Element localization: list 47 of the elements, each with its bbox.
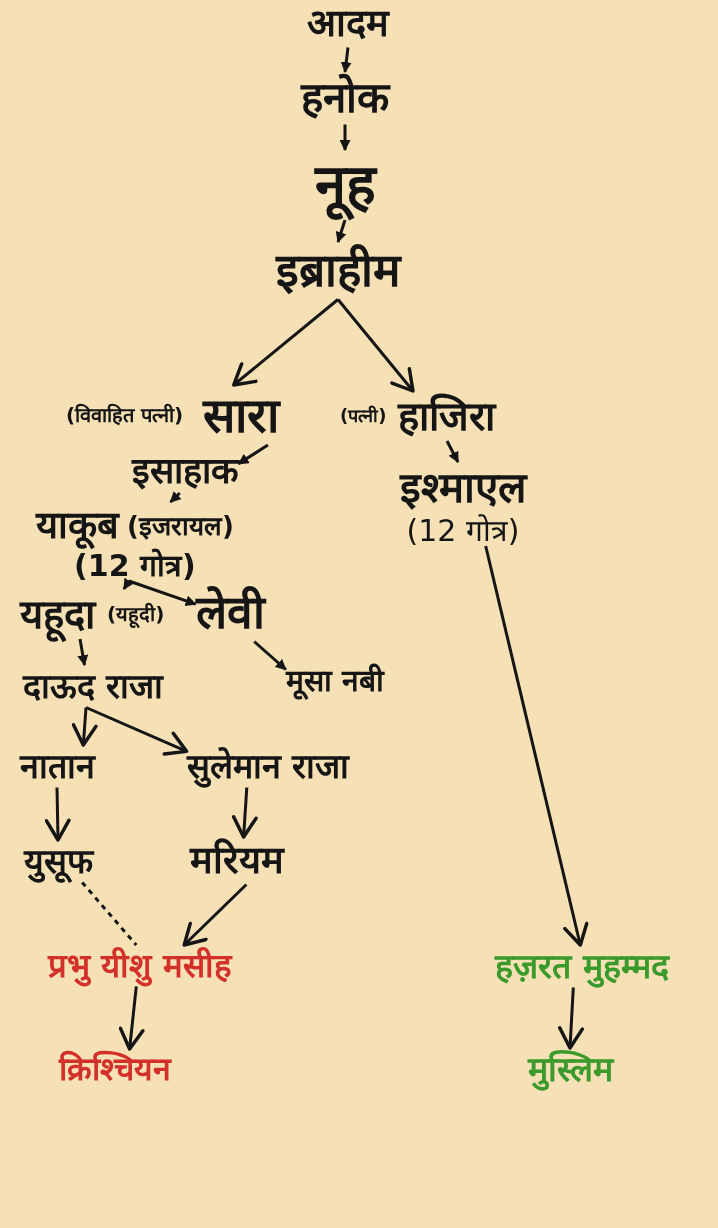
sub-label: (12 गोत्र) [406, 514, 520, 546]
arrow [71, 707, 98, 747]
name-label: हाजिरा [398, 392, 496, 441]
name-label: इसाहाक [131, 448, 239, 493]
arrow [182, 883, 248, 947]
name-label: युसूफ [23, 840, 93, 883]
arrow [558, 987, 585, 1050]
arrow [335, 219, 347, 244]
name-label: हनोक [301, 72, 389, 125]
arrow [231, 298, 339, 387]
name-label: इश्माएल [400, 462, 526, 514]
note-label: (इजरायल) [127, 509, 234, 542]
arrow [122, 577, 134, 590]
name-label: इब्राहीम [275, 242, 401, 300]
arrow [85, 706, 189, 756]
name-label: दाऊद राजा [22, 665, 164, 708]
note-label: (विवाहित पत्नी) [66, 402, 184, 428]
arrow [118, 986, 145, 1051]
dashed-connector [81, 881, 138, 946]
arrow [128, 579, 197, 607]
name-label: मुस्लिम [527, 1048, 613, 1091]
arrow [44, 787, 71, 842]
name-label: नातान [19, 745, 95, 788]
name-label: सुलेमान राजा [186, 745, 350, 788]
name-label: सारा [203, 386, 280, 445]
arrow [340, 47, 352, 74]
arrow [231, 787, 258, 839]
name-label: मरियम [190, 837, 284, 885]
arrow [253, 640, 287, 671]
name-label: आदम [307, 0, 389, 48]
note-label: (पत्नी) [340, 404, 387, 428]
name-label: हज़रत मुहम्मद [495, 945, 669, 988]
name-label: याकूब [36, 502, 119, 550]
arrow [169, 491, 182, 504]
sub-label: (12 गोत्र) [74, 549, 196, 581]
name-label: प्रभु यीशु मसीह [48, 945, 232, 987]
arrow [339, 124, 351, 152]
arrow [336, 298, 415, 393]
arrow [77, 638, 89, 667]
name-label: मूसा नबी [285, 662, 385, 700]
arrow [237, 443, 269, 466]
name-label: नूह [314, 150, 376, 220]
note-label: (यहूदी) [107, 601, 165, 627]
name-label: लेवी [195, 584, 265, 642]
arrow [484, 545, 589, 947]
arrow [445, 440, 460, 463]
name-label: क्रिश्चियन [59, 1049, 171, 1089]
